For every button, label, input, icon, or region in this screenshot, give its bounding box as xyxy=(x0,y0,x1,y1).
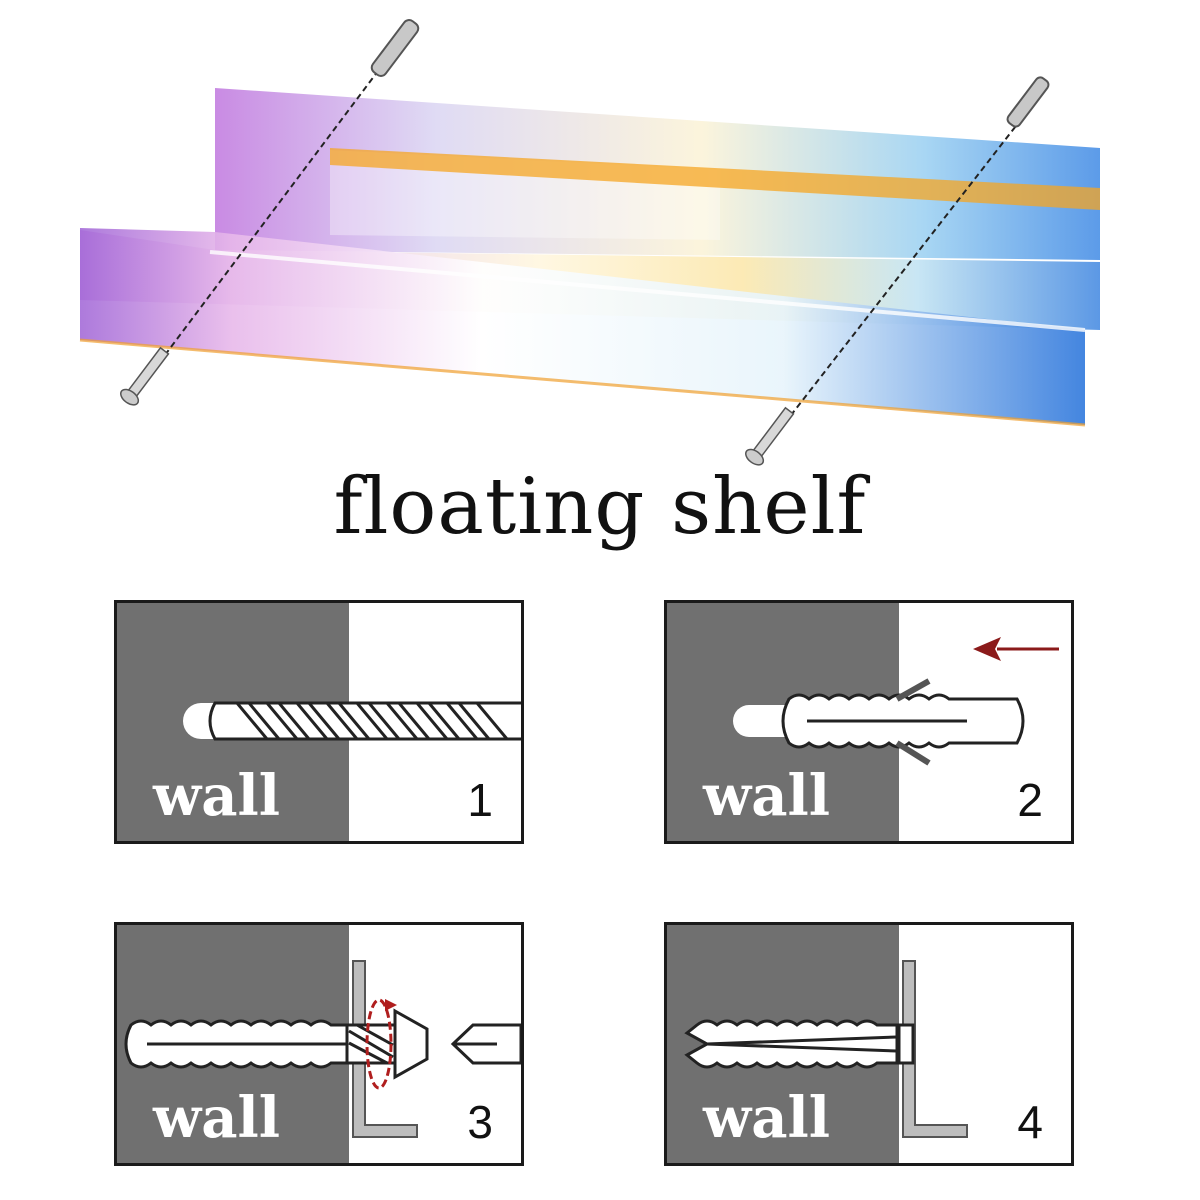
step-number: 3 xyxy=(467,1095,493,1149)
step-number: 4 xyxy=(1017,1095,1043,1149)
step-panel-3: wall 3 xyxy=(114,922,524,1166)
wall-label: wall xyxy=(703,763,830,829)
wall-anchor-icon xyxy=(369,18,420,79)
arrow-left-icon xyxy=(973,637,1059,661)
step-panel-4: wall 4 xyxy=(664,922,1074,1166)
step-number: 1 xyxy=(467,773,493,827)
wall-label: wall xyxy=(153,763,280,829)
step-number: 2 xyxy=(1017,773,1043,827)
step-panel-1: wall 1 xyxy=(114,600,524,844)
shelf-illustration xyxy=(0,0,1200,470)
screw-icon xyxy=(118,345,172,408)
step-panel-2: wall 2 xyxy=(664,600,1074,844)
page-title: floating shelf xyxy=(0,462,1200,552)
screw-icon xyxy=(743,405,797,468)
wall-label: wall xyxy=(703,1085,830,1151)
wall-label: wall xyxy=(153,1085,280,1151)
wall-anchor-icon xyxy=(1006,75,1051,128)
